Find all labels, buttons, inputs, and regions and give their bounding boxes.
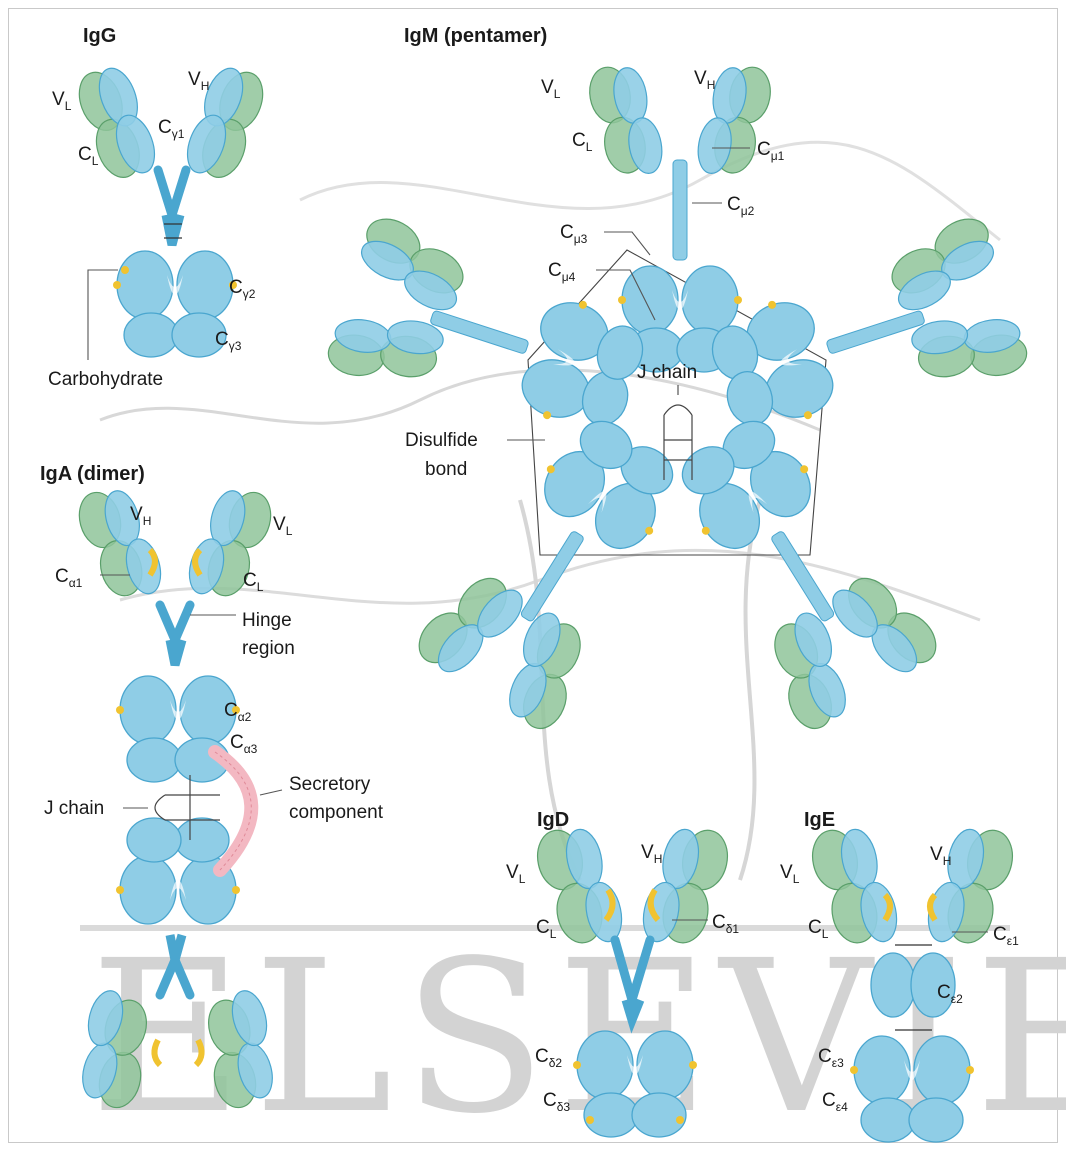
iga-vh-label: VH <box>130 504 151 528</box>
igm-title: IgM (pentamer) <box>404 25 547 47</box>
iga-secretory-label-line2: component <box>289 802 384 823</box>
iga-ca2-label: Cα2 <box>224 700 252 724</box>
igd-vh-label: VH <box>641 842 662 866</box>
ige-vl-label: VL <box>780 862 800 886</box>
iga-secretory-label-line1: Secretory <box>289 774 371 795</box>
igm-disulfide-label-line1: Disulfide <box>405 430 478 451</box>
igm-cm4-label: Cμ4 <box>548 260 576 284</box>
igg-cl-label: CL <box>78 144 99 168</box>
igg-structure <box>72 61 271 357</box>
igg-cg3-label: Cγ3 <box>215 329 242 353</box>
ige-title: IgE <box>804 809 835 831</box>
igd-vl-label: VL <box>506 862 526 886</box>
iga-hinge-label-line1: Hinge <box>242 610 292 631</box>
igm-disulfide-label-line2: bond <box>425 459 467 480</box>
igg-cg2-label: Cγ2 <box>229 277 256 301</box>
iga-cl-label: CL <box>243 570 264 594</box>
igm-cm3-label: Cμ3 <box>560 222 588 246</box>
igm-structure <box>315 60 1039 744</box>
igd-title: IgD <box>537 809 569 831</box>
ige-vh-label: VH <box>930 844 951 868</box>
iga-ca1-label: Cα1 <box>55 566 83 590</box>
igg-vh-label: VH <box>188 69 209 93</box>
igm-cm1-label: Cμ1 <box>757 139 785 163</box>
iga-title: IgA (dimer) <box>40 463 145 485</box>
igm-cl-label: CL <box>572 130 593 154</box>
igg-left-arm <box>72 61 162 185</box>
igg-vl-label: VL <box>52 89 72 113</box>
iga-vl-label: VL <box>273 514 293 538</box>
iga-ca3-label: Cα3 <box>230 732 258 756</box>
iga-jchain-label: J chain <box>44 798 104 819</box>
igm-cm2-label: Cμ2 <box>727 194 755 218</box>
iga-hinge-label-line2: region <box>242 638 295 659</box>
igg-cg1-label: Cγ1 <box>158 117 185 141</box>
igm-vl-label: VL <box>541 77 561 101</box>
igg-title: IgG <box>83 25 116 47</box>
igm-vh-label: VH <box>694 68 715 92</box>
igg-carbohydrate-label: Carbohydrate <box>48 369 163 390</box>
igm-jchain-label: J chain <box>637 362 697 383</box>
